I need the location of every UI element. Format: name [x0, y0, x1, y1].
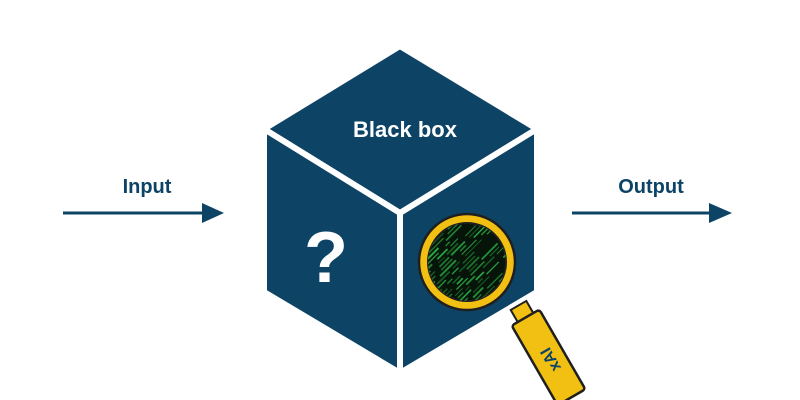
lens-code-streak [445, 224, 462, 242]
box-title: Black box [353, 117, 458, 142]
lens-code-streak [489, 246, 500, 257]
lens-code-streak [439, 259, 457, 277]
lens-code-streak [440, 258, 453, 271]
lens-code-streak [475, 271, 485, 281]
lens-code-streak [437, 256, 445, 264]
lens-code-streak [459, 244, 467, 252]
lens-code-streak [465, 275, 476, 286]
lens-code-streak [447, 223, 458, 235]
lens-code-streak [456, 277, 464, 285]
lens-code-streak [482, 256, 495, 269]
lens-code-streak [428, 252, 439, 267]
lens-code-streak [436, 248, 449, 260]
lens-code-streak [428, 247, 440, 263]
lens-code-streak [472, 286, 484, 299]
lens-code-streak [502, 245, 506, 259]
lens-code-streak [469, 263, 478, 272]
lens-code-streak [472, 275, 490, 294]
lens-code-streak [465, 225, 477, 237]
lens-code-streak [468, 224, 482, 238]
lens-code-streak [444, 241, 451, 247]
lens-code-streak [486, 261, 500, 275]
lens-code-streak [466, 256, 480, 270]
lens-code-streak [459, 297, 469, 301]
lens-code-streak [452, 275, 461, 284]
magnifier-lens [427, 222, 507, 302]
lens-code-streak [428, 263, 433, 282]
lens-code-streak [481, 242, 499, 260]
lens-code-streak [486, 272, 503, 289]
magnifying-glass-icon: xAI [417, 212, 586, 400]
lens-code-streak [454, 288, 463, 297]
lens-code-streak [450, 238, 459, 247]
question-mark-icon: ? [304, 218, 348, 298]
lens-code-streak [477, 277, 484, 284]
lens-code-streak [442, 288, 448, 294]
lens-code-streak [462, 251, 475, 264]
lens-code-streak [450, 240, 466, 256]
lens-code-streak [455, 289, 472, 301]
lens-code-streak [458, 255, 476, 273]
lens-code-streak [465, 285, 471, 291]
black-box-cube [261, 43, 540, 376]
lens-code-streak [446, 242, 459, 256]
magnifier-handle: xAI [509, 299, 586, 400]
lens-code-streak [457, 292, 464, 299]
lens-code-streak [451, 267, 459, 275]
lens-code-streak [455, 277, 469, 291]
lens-code-streak [480, 285, 495, 300]
lens-code-streak [461, 239, 477, 256]
lens-code-streak [436, 270, 451, 285]
input-arrow [63, 203, 224, 223]
lens-code-streak [464, 239, 482, 257]
lens-code-streak [438, 256, 450, 268]
lens-code-streak [452, 261, 461, 269]
output-arrow [572, 203, 732, 223]
lens-code-streak [428, 237, 444, 256]
lens-code-streak [446, 278, 453, 285]
lens-code-streak [470, 261, 485, 276]
output-label: Output [618, 176, 684, 198]
input-label: Input [123, 176, 172, 198]
